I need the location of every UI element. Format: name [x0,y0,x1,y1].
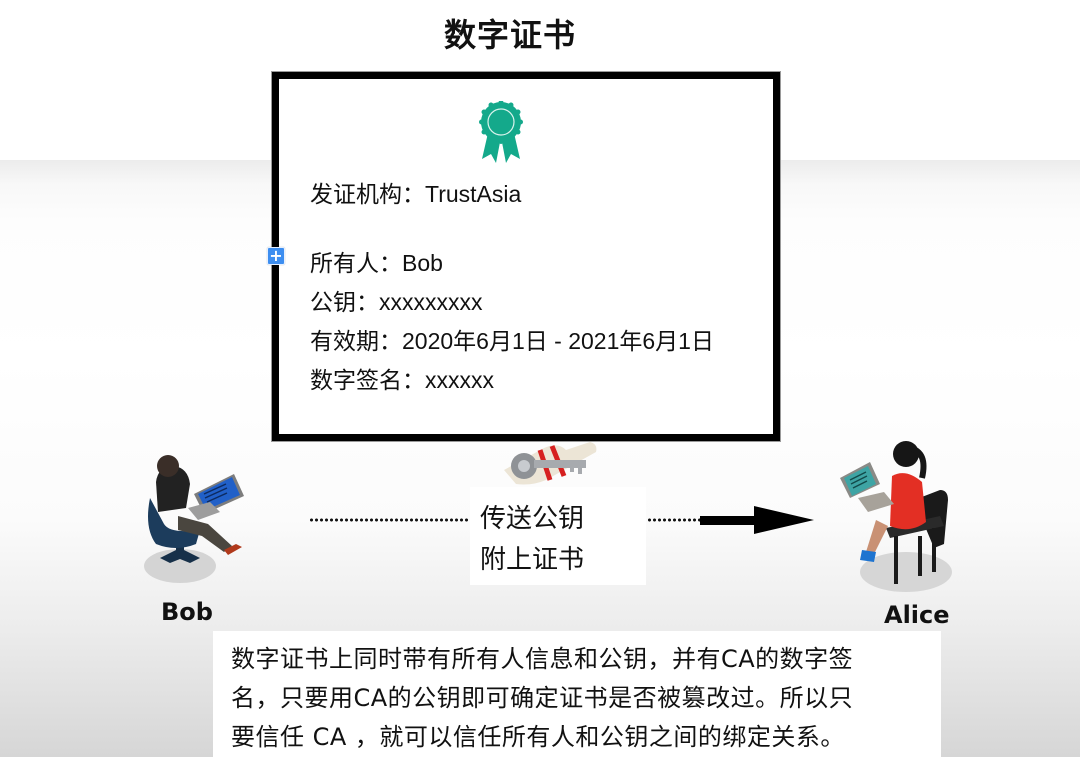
cert-field-label: 发证机构： [310,181,425,207]
man-on-laptop-icon [144,455,244,583]
plus-icon: + [269,246,283,265]
arrow-right-icon [700,516,758,525]
dotted-path-left [309,518,469,522]
cert-field-public-key: 公钥：xxxxxxxxx [310,283,483,317]
caption-line-3: 要信任 CA ，就可以信任所有人和公钥之间的绑定关系。 [231,723,845,751]
sender-name-label: Bob [161,598,213,626]
cert-field-value: TrustAsia [425,181,522,207]
cert-field-issuer: 发证机构：TrustAsia [310,175,521,209]
woman-on-laptop-icon [840,441,952,592]
cert-field-label: 所有人： [310,250,402,276]
transfer-line-1: 传送公钥 [480,504,585,534]
certificate-card: 发证机构：TrustAsia 所有人：Bob 公钥：xxxxxxxxx 有效期：… [272,72,780,441]
add-element-plus-button[interactable]: + [267,247,285,265]
cert-field-signature: 数字签名：xxxxxx [310,361,494,395]
caption-line-2: 名，只要用CA的公钥即可确定证书是否被篡改过。所以只 [231,684,854,712]
cert-field-owner: 所有人：Bob [310,244,443,278]
cert-field-value: xxxxxx [425,367,494,393]
page-title-text: 数字证书 [443,16,576,54]
cert-field-label: 公钥： [310,289,379,315]
caption-line-1: 数字证书上同时带有所有人信息和公钥，并有CA的数字签 [231,645,854,673]
cert-field-value: 2020年6月1日 - 2021年6月1日 [402,328,714,354]
transfer-line-2: 附上证书 [480,545,585,575]
cert-field-label: 有效期： [310,328,402,354]
key-certificate-scroll-icon [504,442,597,485]
cert-field-label: 数字签名： [310,367,425,393]
transfer-label-box: 传送公钥 附上证书 [470,487,646,585]
receiver-name-label: Alice [884,601,950,629]
caption-box: 数字证书上同时带有所有人信息和公钥，并有CA的数字签 名，只要用CA的公钥即可确… [213,631,941,757]
cert-field-value: xxxxxxxxx [379,289,483,315]
cert-field-value: Bob [402,250,443,276]
arrow-head [754,506,814,534]
cert-field-validity: 有效期：2020年6月1日 - 2021年6月1日 [310,322,714,356]
award-ribbon-icon [479,101,523,163]
page-title: 数字证书 [0,10,1080,56]
dotted-path-right [647,518,702,522]
